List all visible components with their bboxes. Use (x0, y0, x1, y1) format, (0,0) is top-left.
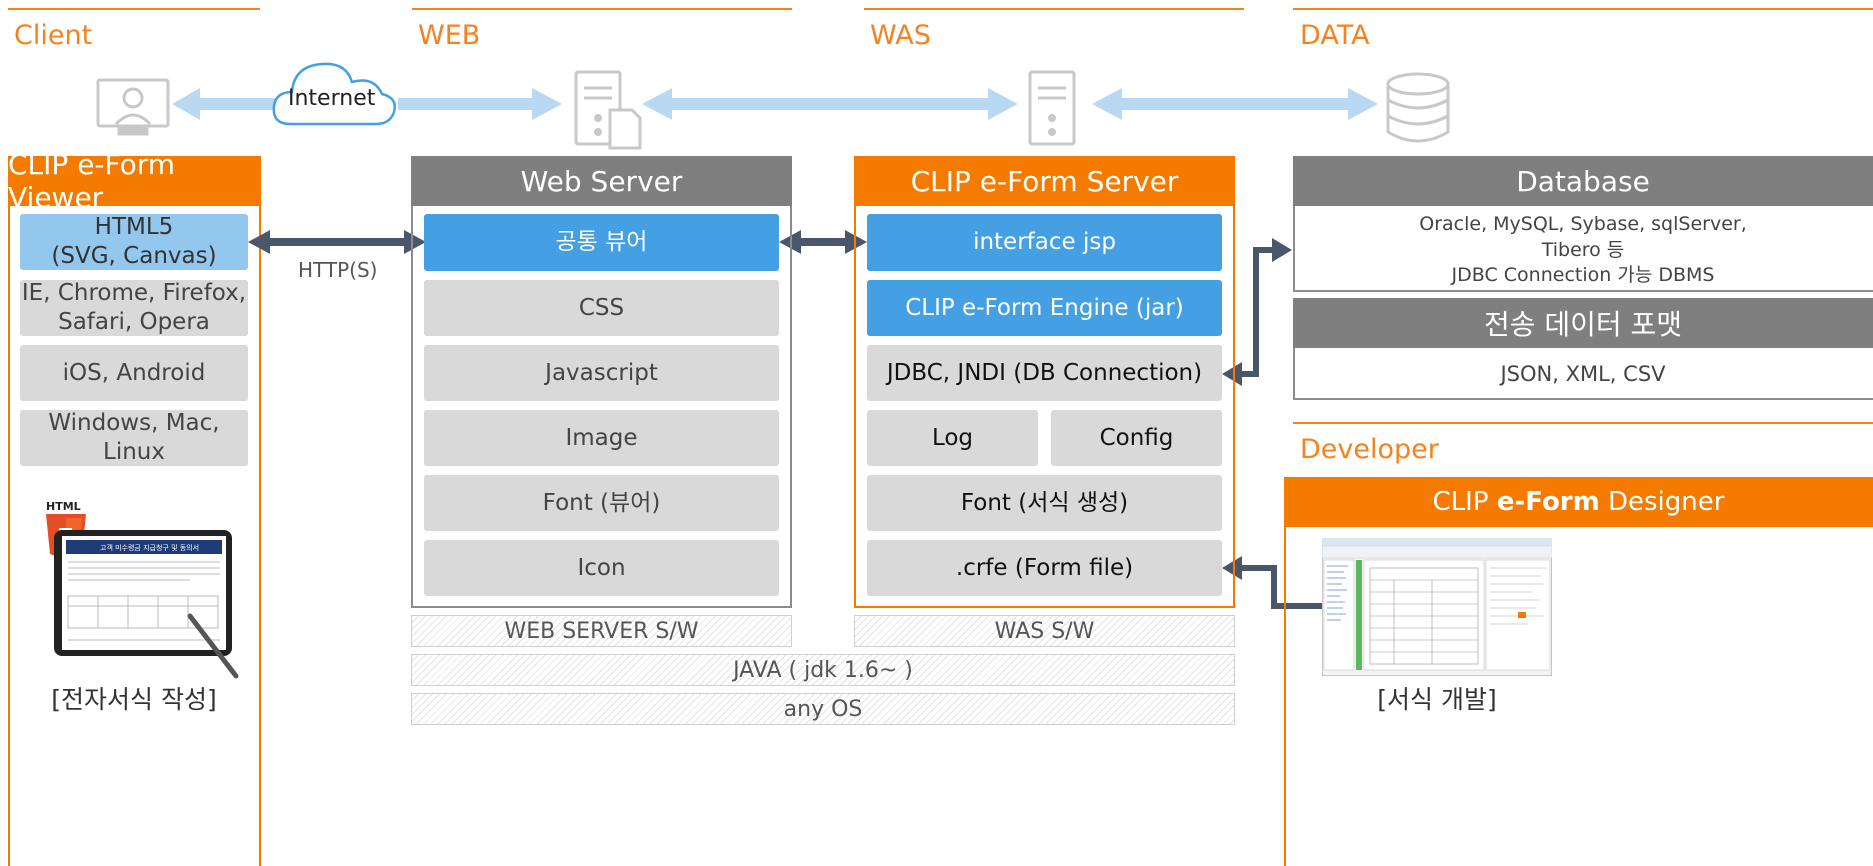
common-viewer-item: 공통 뷰어 (424, 214, 779, 271)
transfer-format-panel (1293, 348, 1873, 400)
jdbc-connector-head-right (1272, 238, 1292, 262)
viewer-html5-line1: HTML5 (94, 214, 174, 241)
interface-jsp-item: interface jsp (867, 214, 1222, 271)
icon-item: Icon (424, 540, 779, 596)
viewer-os-item: Windows, Mac, Linux (20, 410, 248, 466)
viewer-html5-line2: (SVG, Canvas) (51, 243, 217, 269)
tablet-illustration: HTML 5 고객 미수령금 지급청구 및 동의서 (46, 500, 239, 679)
designer-title-bold: e-Form (1496, 487, 1600, 517)
css-item: CSS (424, 280, 779, 336)
log-item: Log (867, 410, 1038, 466)
database-line3: JDBC Connection 가능 DBMS (1451, 264, 1715, 287)
html5-badge-text: HTML (46, 500, 81, 513)
web-server-icon (574, 70, 642, 150)
cloud-icon: Internet (272, 62, 396, 126)
viewer-html5-item: HTML5 (SVG, Canvas) (20, 214, 248, 270)
viewer-mobile-item: iOS, Android (20, 345, 248, 401)
database-title: Database (1293, 156, 1873, 206)
web-was-arrow (642, 88, 1018, 120)
database-line2: Tibero 등 (1541, 238, 1625, 261)
jdbc-connector-head-left (1222, 362, 1242, 386)
viewer-panel (8, 206, 261, 866)
was-database-arrow (1092, 88, 1378, 120)
jdbc-database-connector (1240, 247, 1272, 377)
web-section-label: WEB (418, 20, 481, 51)
data-section-label: DATA (1300, 20, 1370, 51)
data-top-line (1293, 8, 1873, 10)
font-form-item: Font (서식 생성) (867, 475, 1222, 531)
os-bar: any OS (411, 693, 1235, 725)
java-bar: JAVA ( jdk 1.6~ ) (411, 654, 1235, 686)
client-monitor-icon (96, 78, 170, 136)
was-sw-bar: WAS S/W (854, 615, 1235, 647)
was-server-icon (1028, 70, 1076, 146)
designer-panel (1284, 527, 1873, 866)
transfer-format-title: 전송 데이터 포맷 (1293, 298, 1873, 348)
web-server-panel (411, 206, 792, 608)
javascript-item: Javascript (424, 345, 779, 401)
eform-server-panel (854, 206, 1235, 608)
web-server-sw-bar: WEB SERVER S/W (411, 615, 792, 647)
database-description: Oracle, MySQL, Sybase, sqlServer, Tibero… (1293, 212, 1873, 289)
database-line1: Oracle, MySQL, Sybase, sqlServer, (1419, 213, 1747, 235)
tablet-doc-title: 고객 미수령금 지급청구 및 동의서 (100, 543, 199, 552)
database-panel (1293, 206, 1873, 292)
webserver-eformserver-arrow (779, 230, 867, 254)
database-icon (1386, 72, 1450, 143)
designer-title: CLIP e-Form Designer (1284, 477, 1873, 527)
http-label: HTTP(S) (298, 258, 378, 282)
crfe-item: .crfe (Form file) (867, 540, 1222, 596)
was-top-line (864, 8, 1244, 10)
viewer-title: CLIP e-Form Viewer (8, 148, 261, 214)
viewer-browsers-line2: Safari, Opera (58, 309, 210, 335)
client-internet-arrow (172, 88, 278, 120)
web-server-title: Web Server (411, 156, 792, 206)
viewer-webserver-arrow (248, 230, 426, 254)
internet-web-arrow (398, 88, 562, 120)
font-viewer-item: Font (뷰어) (424, 475, 779, 531)
crfe-connector-head (1222, 556, 1242, 580)
developer-top-line (1293, 422, 1873, 424)
viewer-caption: [전자서식 작성] (51, 685, 217, 714)
web-top-line (412, 8, 792, 10)
viewer-browsers-line1: IE, Chrome, Firefox, (21, 280, 247, 307)
internet-label: Internet (288, 86, 376, 111)
config-item: Config (1051, 410, 1222, 466)
eform-engine-item: CLIP e-Form Engine (jar) (867, 280, 1222, 336)
designer-title-post: Designer (1599, 487, 1725, 517)
designer-title-pre: CLIP (1432, 487, 1497, 517)
stylus-icon (187, 613, 239, 679)
top-connection-layer: Internet (96, 62, 1450, 150)
designer-crfe-connector (1242, 565, 1324, 609)
transfer-formats: JSON, XML, CSV (1500, 361, 1666, 386)
client-section-label: Client (14, 20, 93, 51)
jdbc-item: JDBC, JNDI (DB Connection) (867, 345, 1222, 401)
image-item: Image (424, 410, 779, 466)
designer-screenshot (1322, 538, 1552, 676)
eform-server-title: CLIP e-Form Server (854, 156, 1235, 206)
client-top-line (8, 8, 260, 10)
designer-caption: [서식 개발] (1377, 685, 1497, 714)
viewer-browsers-item: IE, Chrome, Firefox, Safari, Opera (20, 280, 248, 336)
was-section-label: WAS (870, 20, 931, 51)
developer-section-label: Developer (1300, 434, 1439, 465)
